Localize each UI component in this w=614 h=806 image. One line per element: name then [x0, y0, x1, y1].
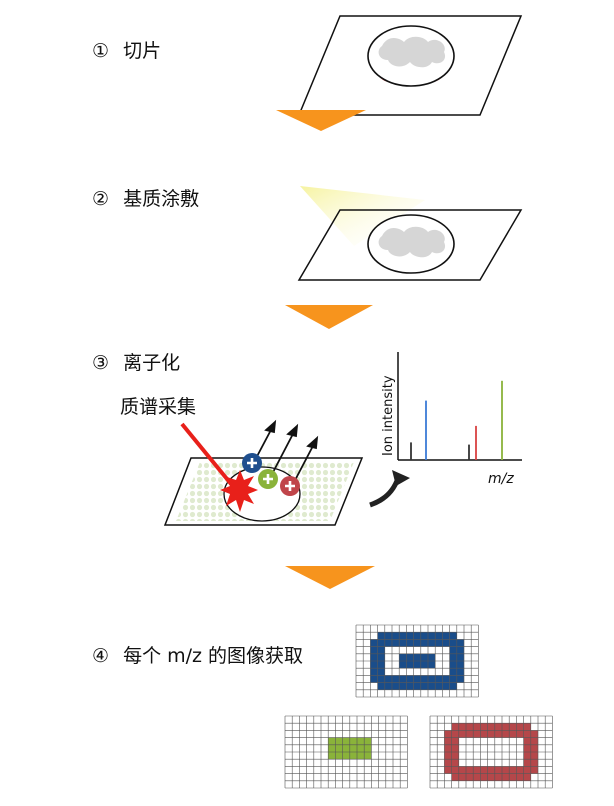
step-4-text: 每个 m/z 的图像获取: [123, 645, 304, 667]
ion-blue: [242, 453, 262, 473]
step-2-label: ② 基质涂敷: [92, 184, 199, 211]
tissue-slide-1: [297, 15, 523, 116]
step-2-text: 基质涂敷: [123, 188, 200, 210]
step-3-number: ③: [92, 352, 110, 374]
spectrum-ylabel: Ion intensity: [381, 375, 396, 456]
step-3-label: ③ 离子化: [92, 348, 180, 375]
mass-spectrum: Ion intensity m/z: [381, 352, 522, 487]
laser-burst: [220, 470, 258, 512]
tissue-section-2: [367, 214, 455, 274]
step-4-number: ④: [92, 645, 110, 667]
plus-icon: [263, 474, 273, 484]
step-3-text: 离子化: [123, 352, 181, 374]
ionization-slide: [163, 419, 364, 526]
ion-image-blue: [355, 624, 479, 698]
ion-red: [280, 476, 300, 496]
curved-arrow: [369, 470, 410, 508]
spectrum-xlabel: m/z: [488, 471, 514, 487]
step-1-text: 切片: [123, 40, 162, 62]
down-arrow-1: [276, 110, 366, 131]
tissue-section-1: [367, 25, 455, 87]
down-arrow-2: [285, 305, 373, 329]
down-arrow-3: [285, 566, 375, 589]
ion-image-red: [429, 715, 553, 789]
step-3-sublabel: 质谱采集: [120, 396, 197, 418]
plus-icon: [285, 481, 295, 491]
matrix-coating-slide: [297, 186, 523, 281]
spectrum-peaks: [410, 380, 503, 460]
step-1-label: ① 切片: [92, 36, 161, 63]
step-1-number: ①: [92, 40, 110, 62]
matrix-spray: [300, 186, 425, 246]
step-2-number: ②: [92, 188, 110, 210]
ion-trajectory-arrows: [253, 419, 319, 487]
plus-icon: [247, 458, 257, 468]
ion-image-green: [284, 715, 408, 789]
ion-green: [258, 469, 278, 489]
step-4-label: ④ 每个 m/z 的图像获取: [92, 641, 303, 668]
